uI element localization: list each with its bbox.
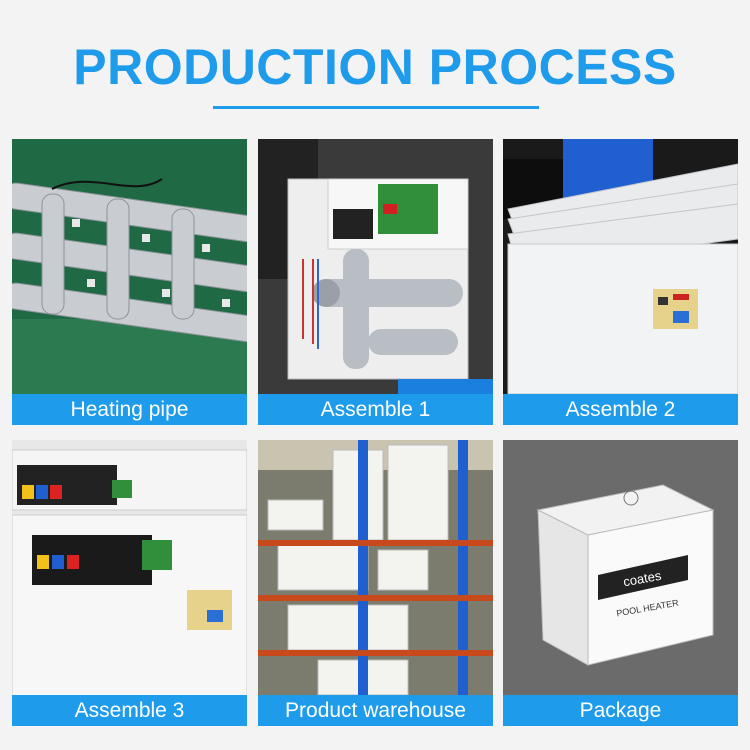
svg-text:coates: coates bbox=[622, 568, 663, 590]
step-card-assemble-2: Assemble 2 bbox=[503, 139, 738, 425]
assemble-1-photo bbox=[258, 139, 493, 425]
step-label: Heating pipe bbox=[12, 394, 247, 425]
step-label: Package bbox=[503, 695, 738, 726]
product-warehouse-photo bbox=[258, 440, 493, 726]
package-photo: coates POOL HEATER bbox=[503, 440, 738, 726]
step-label: Assemble 2 bbox=[503, 394, 738, 425]
step-label: Assemble 1 bbox=[258, 394, 493, 425]
step-card-product-warehouse: Product warehouse bbox=[258, 440, 493, 726]
step-label: Product warehouse bbox=[258, 695, 493, 726]
step-card-assemble-1: Assemble 1 bbox=[258, 139, 493, 425]
step-card-assemble-3: Assemble 3 bbox=[12, 440, 247, 726]
heating-pipe-photo bbox=[12, 139, 247, 425]
step-label: Assemble 3 bbox=[12, 695, 247, 726]
assemble-2-photo bbox=[503, 139, 738, 425]
title-underline bbox=[213, 106, 539, 109]
page-title: PRODUCTION PROCESS bbox=[73, 39, 677, 95]
step-card-package: coates POOL HEATER Package bbox=[503, 440, 738, 726]
assemble-3-photo bbox=[12, 440, 247, 726]
step-card-heating-pipe: Heating pipe bbox=[12, 139, 247, 425]
